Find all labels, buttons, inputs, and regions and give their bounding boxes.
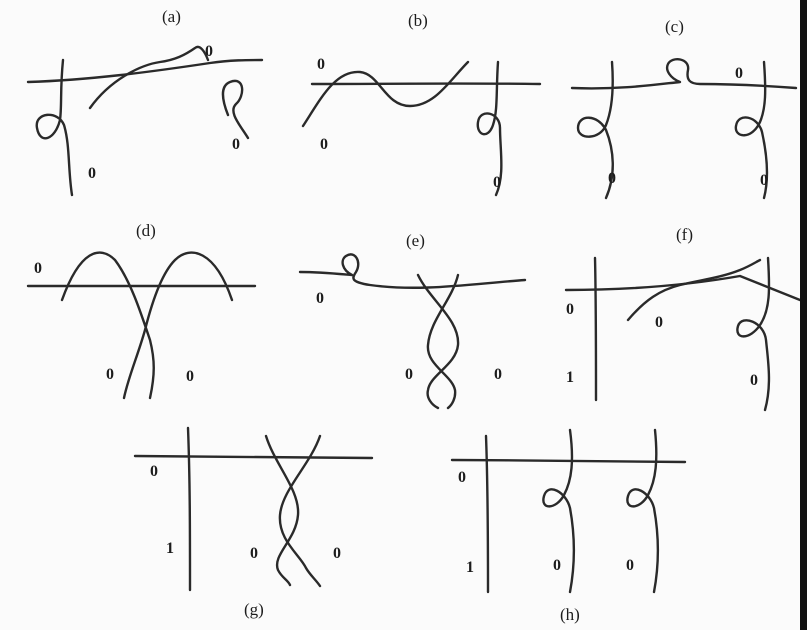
panel-c-right-loop-strand <box>734 60 769 200</box>
panel-h-label-bottom-left: 0 <box>553 557 561 574</box>
panel-g-drawing <box>133 426 374 592</box>
panel-h-caption: (h) <box>560 605 580 624</box>
panel-g-label-bottom-left: 0 <box>250 545 258 562</box>
panel-b-wave-strand <box>301 60 470 128</box>
panel-a-label-right: 0 <box>232 136 240 153</box>
panel-a-arch-strand <box>88 45 210 110</box>
panel-d-drawing <box>26 251 257 400</box>
panel-e-caption: (e) <box>406 231 425 250</box>
panel-h-left-loop-strand <box>542 428 575 594</box>
panel-c-label-bottom-left: 0 <box>608 170 616 187</box>
panel-b-label-bottom-left: 0 <box>320 136 328 153</box>
panel-f-label-right: 0 <box>750 372 758 389</box>
panel-f-caption: (f) <box>676 225 693 244</box>
panel-e-horizontal-strand <box>298 253 527 289</box>
panel-g-label-lower: 1 <box>166 540 174 557</box>
panel-c-label-bottom-right: 0 <box>760 172 768 189</box>
panel-f-arch-strand <box>626 258 762 322</box>
panel-c-caption: (c) <box>665 17 684 36</box>
panel-a-left-loop-strand <box>35 58 74 197</box>
panel-f-label-left-lower: 1 <box>566 369 574 386</box>
panel-h-label-bottom-right: 0 <box>626 557 634 574</box>
panel-e-braid-strand-1 <box>416 273 460 410</box>
panel-a-caption: (a) <box>162 7 181 26</box>
panel-d-label-left: 0 <box>34 260 42 277</box>
panel-b-loop-strand <box>476 60 503 197</box>
panel-c-drawing <box>570 58 798 200</box>
panel-f-horizontal-strand <box>564 274 802 302</box>
panel-a-label-top-right: 0 <box>205 43 213 60</box>
panel-b-drawing <box>301 60 542 197</box>
panel-e-label-left: 0 <box>316 290 324 307</box>
panel-d-label-bottom-right: 0 <box>186 368 194 385</box>
panel-c-label-top-right: 0 <box>735 65 743 82</box>
panel-d-right-arch-strand <box>122 251 234 400</box>
panel-g-caption: (g) <box>244 600 264 619</box>
panel-f-drawing <box>564 256 802 412</box>
panel-g-label-upper: 0 <box>150 463 158 480</box>
panel-c-left-loop-strand <box>576 60 614 200</box>
panel-d-left-arch-strand <box>60 251 155 400</box>
panel-g-vertical-strand <box>186 426 192 592</box>
panel-f-label-left-upper: 0 <box>566 301 574 318</box>
panel-h-right-loop-strand <box>626 428 659 594</box>
panel-a-drawing <box>26 45 264 197</box>
panel-f-loop-strand <box>736 256 771 412</box>
panel-g-label-bottom-right: 0 <box>333 545 341 562</box>
panel-d-label-bottom-left: 0 <box>106 366 114 383</box>
panel-d-caption: (d) <box>136 221 156 240</box>
panel-g-horizontal-strand <box>133 454 374 460</box>
panel-a-right-loop-strand <box>221 79 250 140</box>
panel-e-label-bottom-right: 0 <box>494 366 502 383</box>
panel-b-label-top-left: 0 <box>317 56 325 73</box>
panel-g-braid-strand-1 <box>264 434 300 587</box>
panel-g-braid-strand-2 <box>278 434 322 588</box>
panel-b-caption: (b) <box>408 11 428 30</box>
panel-e-drawing <box>298 253 527 410</box>
panel-b-label-bottom-right: 0 <box>493 174 501 191</box>
panel-f-label-middle: 0 <box>655 314 663 331</box>
panel-h-drawing <box>450 428 687 594</box>
panel-e-label-bottom-left: 0 <box>405 366 413 383</box>
panel-e-braid-strand-2 <box>426 273 460 410</box>
panel-h-label-lower: 1 <box>466 559 474 576</box>
panel-h-vertical-strand <box>484 434 490 594</box>
panel-a-horizontal-strand <box>26 58 264 84</box>
right-edge-bar <box>800 0 807 630</box>
panel-c-horizontal-strand <box>570 58 798 90</box>
panel-a-label-left: 0 <box>88 165 96 182</box>
panel-h-label-upper: 0 <box>458 469 466 486</box>
panel-f-vertical-strand <box>593 256 598 402</box>
